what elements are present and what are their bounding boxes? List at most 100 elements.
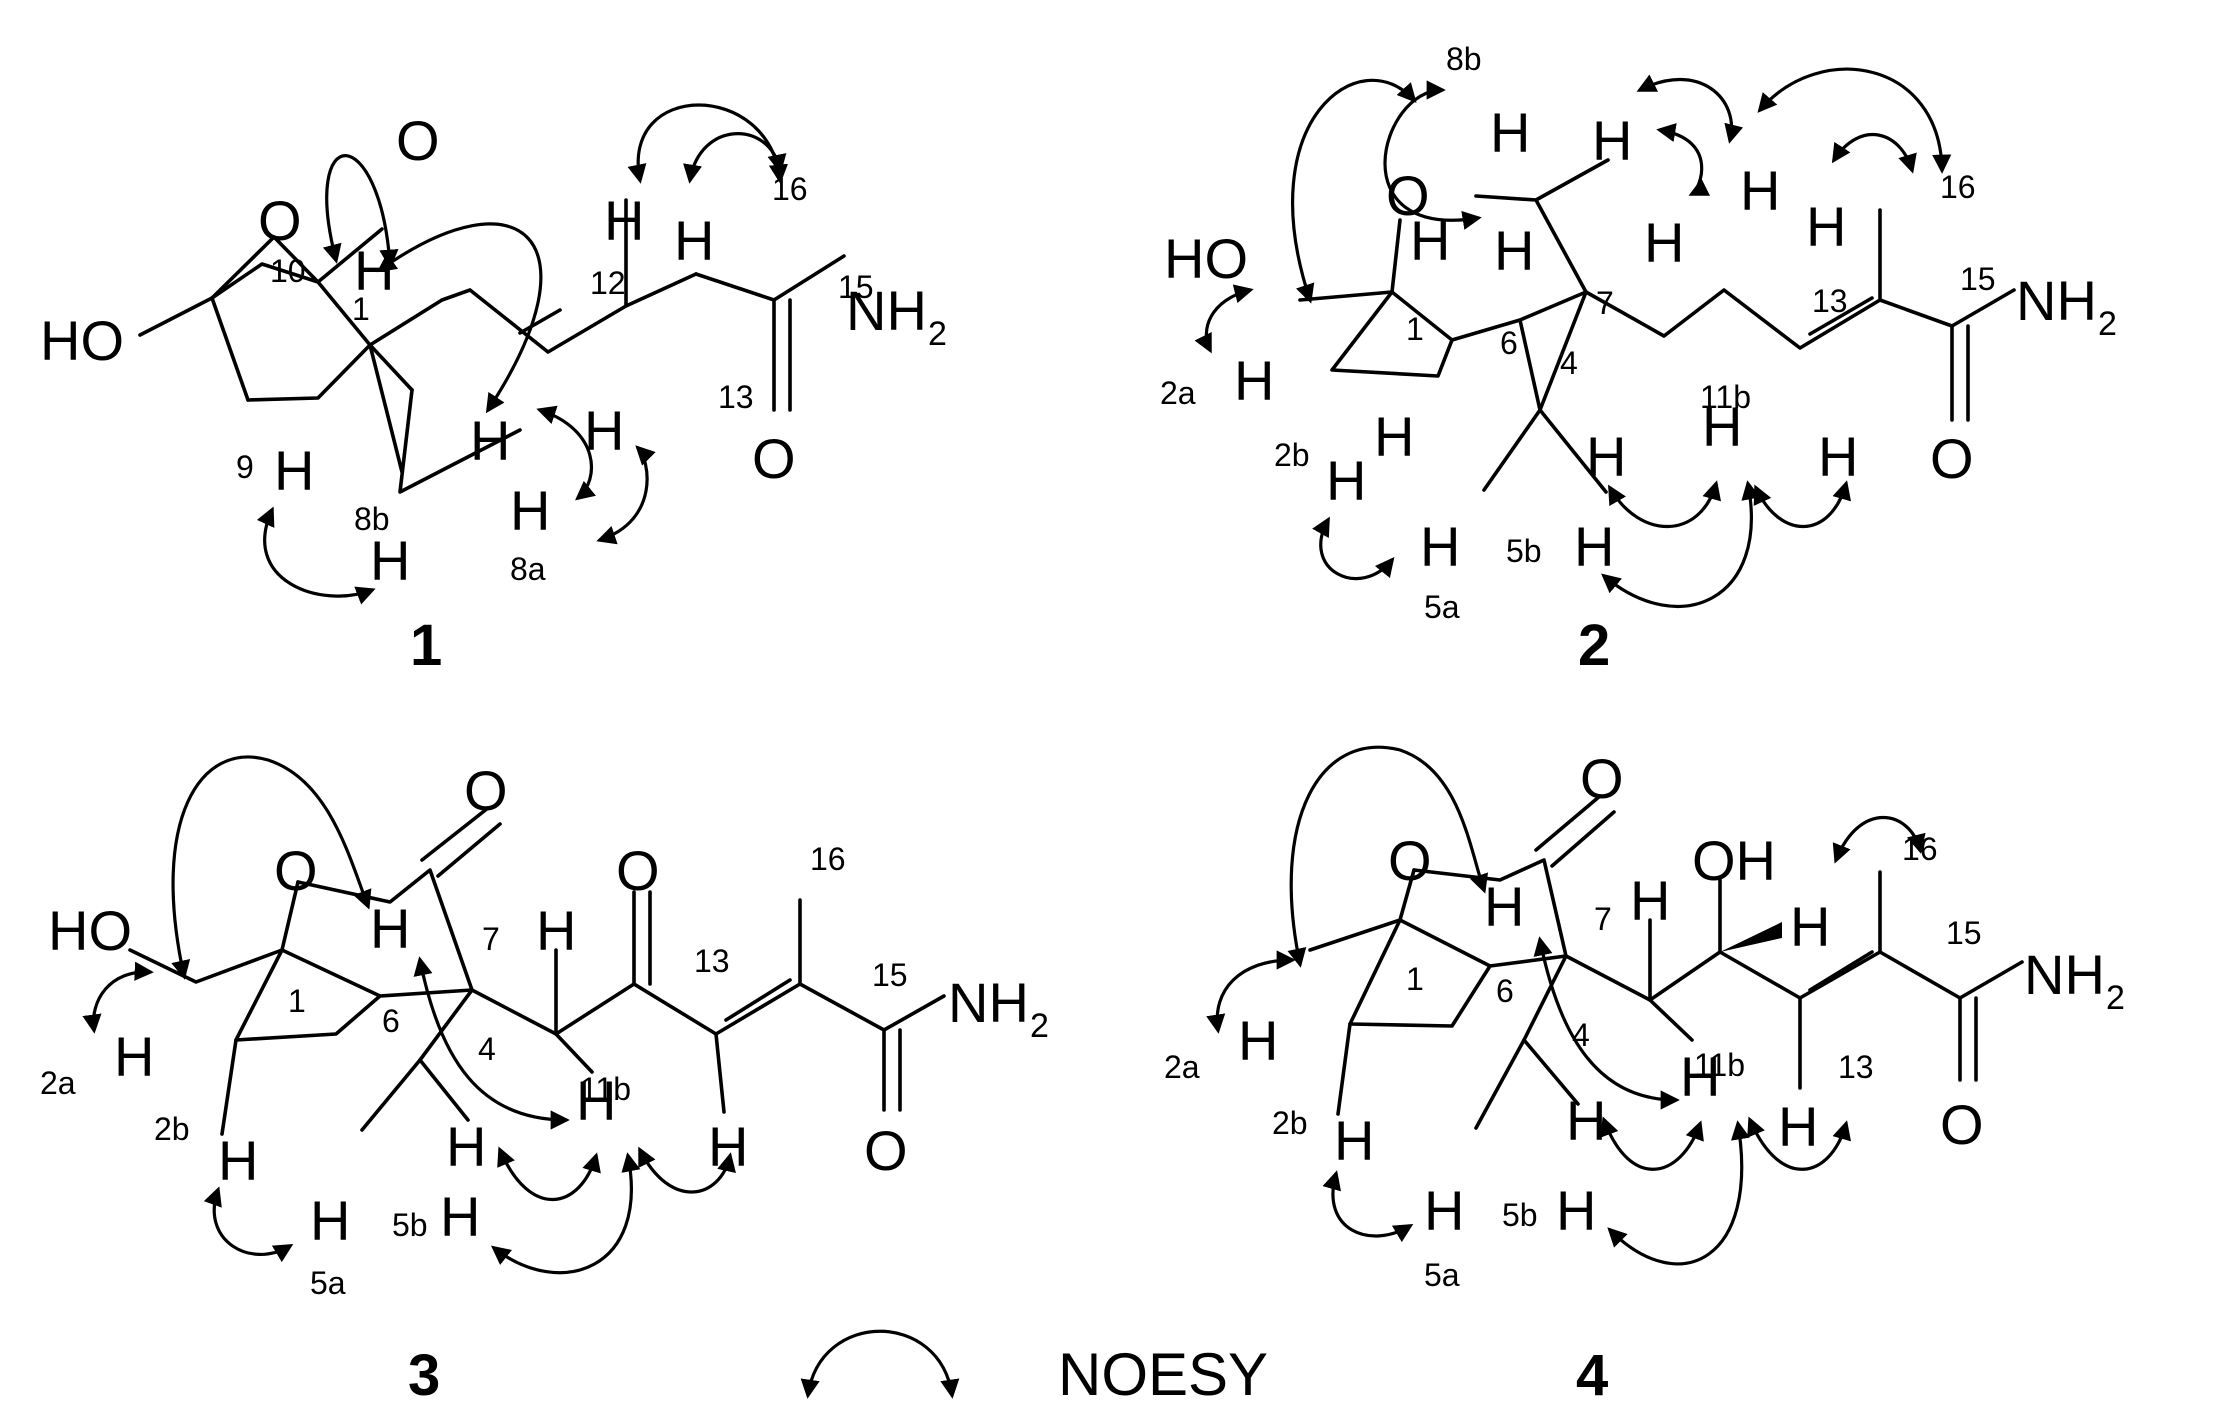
atom-number: 5a: [310, 1265, 346, 1301]
h-label: H: [604, 189, 644, 252]
atom-number: 11b: [1694, 1047, 1745, 1083]
atom-number: 1: [352, 291, 370, 327]
hydroxyl-label: HO: [40, 309, 124, 372]
compound-2-atom-numbers: 8b 16 1 6 7 13 15 4 11b 2a 2b 5b 5a: [1160, 41, 1996, 625]
amide-subscript: 2: [928, 315, 947, 353]
atom-number: 7: [1596, 285, 1614, 321]
compound-1-atom-labels: HO O O NH 2 O H H H H H H H H: [40, 109, 947, 592]
compound-number-label: 4: [1576, 1343, 1608, 1408]
compound-number-label: 2: [1578, 613, 1610, 678]
atom-number: 6: [1496, 973, 1514, 1009]
h-label: H: [1630, 869, 1670, 932]
h-label: H: [1740, 159, 1780, 222]
h-label: H: [1680, 1045, 1720, 1108]
atom-number: 2a: [1160, 375, 1196, 411]
h-label: H: [1702, 395, 1742, 458]
atom-number: 15: [838, 269, 874, 305]
atom-number: 16: [1940, 169, 1976, 205]
h-label: H: [370, 897, 410, 960]
atom-number: 13: [694, 943, 730, 979]
ring-oxygen-label: O: [274, 839, 318, 902]
atom-number: 12: [590, 265, 626, 301]
hydroxyl-label: HO: [48, 899, 132, 962]
h-label: H: [1818, 425, 1858, 488]
compound-4-noesy-arrows: [1206, 745, 1926, 1266]
compound-number-label: 1: [410, 613, 442, 678]
amide-oxygen-label: O: [1930, 427, 1974, 490]
atom-number: 1: [288, 983, 306, 1019]
h-label: H: [370, 529, 410, 592]
compound-1-noesy-arrows: [256, 103, 788, 605]
atom-number: 8b: [1446, 41, 1482, 77]
atom-number: 16: [772, 171, 808, 207]
compound-4-atom-labels: OH O O NH 2 O H H H H H H H H H H: [1238, 747, 2125, 1242]
hydroxyl-label: HO: [1164, 227, 1248, 290]
amide-nh-label: NH: [2024, 943, 2105, 1006]
h-label: H: [510, 479, 550, 542]
h-label: H: [1234, 349, 1274, 412]
h-label: H: [1494, 219, 1534, 282]
amide-oxygen-label: O: [1940, 1093, 1984, 1156]
h-label: H: [218, 1129, 258, 1192]
h-label: H: [274, 439, 314, 502]
atom-number: 4: [478, 1031, 496, 1067]
atom-number: 5b: [1506, 533, 1542, 569]
compound-3-noesy-arrows: [82, 755, 736, 1275]
h-label: H: [708, 1115, 748, 1178]
atom-number: 13: [718, 379, 754, 415]
h-label: H: [1326, 449, 1366, 512]
atom-number: 2b: [154, 1111, 190, 1147]
h-label: H: [1778, 1095, 1818, 1158]
h-label: H: [1574, 515, 1614, 578]
hydroxyl-label: OH: [1692, 829, 1776, 892]
atom-number: 2a: [1164, 1049, 1200, 1085]
atom-number: 7: [482, 921, 500, 957]
atom-number: 11b: [580, 1071, 631, 1107]
h-label: H: [310, 1189, 350, 1252]
h-label: H: [1420, 515, 1460, 578]
h-label: H: [440, 1185, 480, 1248]
ring-oxygen-label: O: [258, 189, 302, 252]
h-label: H: [1790, 895, 1830, 958]
atom-number: 15: [1960, 261, 1996, 297]
atom-number: 15: [872, 957, 908, 993]
atom-number: 5a: [1424, 589, 1460, 625]
atom-number: 1: [1406, 961, 1424, 997]
atom-number: 8a: [510, 551, 546, 587]
compound-4: OH O O NH 2 O H H H H H H H H H H 16 7 1…: [1164, 745, 2125, 1408]
carbonyl-oxygen-label: O: [396, 109, 440, 172]
compound-3: HO O O O NH 2 O H H H H H H H H H 16 7 1…: [40, 755, 1049, 1408]
amide-oxygen-label: O: [752, 427, 796, 490]
atom-number: 2b: [1272, 1105, 1308, 1141]
atom-number: 5b: [392, 1207, 428, 1243]
h-label: H: [1806, 195, 1846, 258]
compound-2: HO O NH 2 O H H H H H H H H H H H H H H …: [1160, 41, 2117, 678]
h-label: H: [446, 1115, 486, 1178]
atom-number: 8b: [354, 501, 390, 537]
compound-1: HO O O NH 2 O H H H H H H H H 10 1 12 15…: [40, 103, 947, 678]
atom-number: 10: [270, 253, 306, 289]
atom-number: 9: [236, 449, 254, 485]
amide-nh-label: NH: [846, 279, 927, 342]
ring-oxygen-label: O: [1388, 829, 1432, 892]
amide-subscript: 2: [2098, 305, 2117, 343]
amide-nh-label: NH: [948, 971, 1029, 1034]
h-label: H: [1334, 1109, 1374, 1172]
legend: NOESY: [800, 1329, 1268, 1408]
h-label: H: [1490, 101, 1530, 164]
h-label: H: [114, 1025, 154, 1088]
h-label: H: [1592, 109, 1632, 172]
atom-number: 13: [1812, 283, 1848, 319]
h-label: H: [536, 899, 576, 962]
compound-3-atom-numbers: 16 7 13 15 1 6 4 11b 2a 2b 5b 5a: [40, 841, 908, 1301]
atom-number: 15: [1946, 915, 1982, 951]
compound-3-atom-labels: HO O O O NH 2 O H H H H H H H H H: [48, 759, 1049, 1252]
atom-number: 1: [1406, 311, 1424, 347]
legend-label: NOESY: [1058, 1341, 1268, 1408]
amide-subscript: 2: [1030, 1007, 1049, 1045]
h-label: H: [1484, 875, 1524, 938]
atom-number: 4: [1560, 345, 1578, 381]
h-label: H: [1586, 425, 1626, 488]
amide-nh-label: NH: [2016, 269, 2097, 332]
